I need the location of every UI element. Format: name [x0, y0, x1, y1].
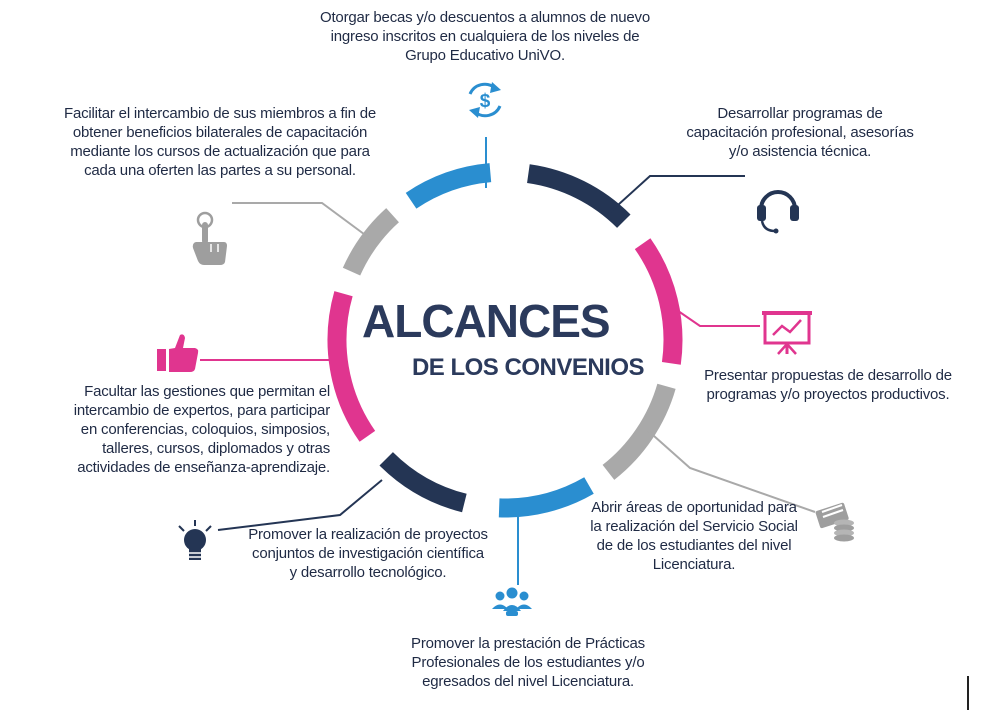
item-investigacion: Promover la realización de proyectos con…: [223, 525, 513, 582]
item-line: conjuntos de investigación científica: [252, 545, 484, 562]
item-expertos: Facultar las gestiones que permitan el i…: [30, 382, 331, 477]
segment-servicio-social: [602, 383, 676, 480]
segment-capacitacion: [526, 164, 631, 229]
item-line: Otorgar becas y/o descuentos a alumnos d…: [320, 9, 650, 26]
group-people-icon: [492, 587, 532, 616]
item-line: y desarrollo tecnológico.: [289, 564, 447, 581]
dollar-refresh-icon: $: [468, 82, 502, 118]
connector-investigacion: [217, 479, 383, 531]
ring-segments: [327, 163, 683, 518]
touch-hand-icon: [192, 211, 227, 265]
item-line: cada una oferten las partes a su persona…: [84, 162, 356, 179]
item-line: talleres, cursos, diplomados y otras: [102, 440, 330, 457]
money-coins-icon: [815, 502, 854, 542]
item-line: Facultar las gestiones que permitan el: [84, 383, 330, 400]
item-line: Desarrollar programas de: [717, 105, 883, 122]
edge-divider: [967, 676, 969, 710]
item-practicas: Promover la prestación de Prácticas Prof…: [378, 634, 678, 691]
item-line: Promover la prestación de Prácticas: [411, 635, 645, 652]
item-line: obtener beneficios bilaterales de capaci…: [72, 124, 368, 141]
segment-expertos: [327, 291, 376, 442]
item-line: Abrir áreas de oportunidad para: [591, 499, 797, 516]
item-line: y/o asistencia técnica.: [728, 143, 872, 160]
item-line: la realización del Servicio Social: [590, 518, 798, 535]
item-line: en conferencias, coloquios, simposios,: [80, 421, 330, 438]
item-capacitacion: Desarrollar programas de capacitación pr…: [655, 104, 945, 161]
segment-becas: [405, 163, 492, 209]
item-line: egresados del nivel Licenciatura.: [422, 673, 634, 690]
item-line: actividades de enseñanza-aprendizaje.: [77, 459, 330, 476]
item-line: Licenciatura.: [652, 556, 736, 573]
connector-capacitacion: [607, 175, 745, 215]
connector-intercambio: [232, 202, 373, 241]
connector-propuestas: [667, 303, 760, 327]
item-line: Profesionales de los estudiantes y/o: [411, 654, 645, 671]
thumbs-up-icon: [157, 334, 199, 372]
connector-lines: [200, 137, 816, 585]
headset-icon: [757, 190, 799, 234]
item-line: mediante los cursos de actualización que…: [70, 143, 370, 160]
diagram-title: ALCANCES: [362, 295, 611, 347]
item-line: capacitación profesional, asesorías: [686, 124, 914, 141]
lightbulb-icon: [178, 520, 212, 560]
item-line: intercambio de expertos, para participar: [73, 402, 331, 419]
item-line: ingreso inscritos en cualquiera de los n…: [330, 28, 640, 45]
item-line: programas y/o proyectos productivos.: [706, 386, 950, 403]
item-line: Grupo Educativo UniVO.: [405, 47, 565, 64]
item-line: Facilitar el intercambio de sus miembros…: [64, 105, 376, 122]
item-becas: Otorgar becas y/o descuentos a alumnos d…: [290, 8, 680, 65]
diagram-subtitle: DE LOS CONVENIOS: [411, 354, 645, 381]
item-propuestas: Presentar propuestas de desarrollo de pr…: [683, 366, 973, 404]
item-intercambio: Facilitar el intercambio de sus miembros…: [45, 104, 395, 180]
connector-servicio-social: [644, 427, 816, 513]
segment-investigacion: [379, 451, 467, 513]
segment-propuestas: [634, 238, 683, 365]
item-servicio-social: Abrir áreas de oportunidad para la reali…: [574, 498, 814, 574]
segment-practicas: [498, 477, 594, 518]
item-line: Presentar propuestas de desarrollo de: [704, 367, 952, 384]
segment-intercambio: [342, 208, 400, 276]
item-line: de de los estudiantes del nivel: [596, 537, 792, 554]
presentation-chart-icon: [762, 311, 812, 355]
svg-text:$: $: [480, 91, 491, 112]
item-line: Promover la realización de proyectos: [248, 526, 488, 543]
